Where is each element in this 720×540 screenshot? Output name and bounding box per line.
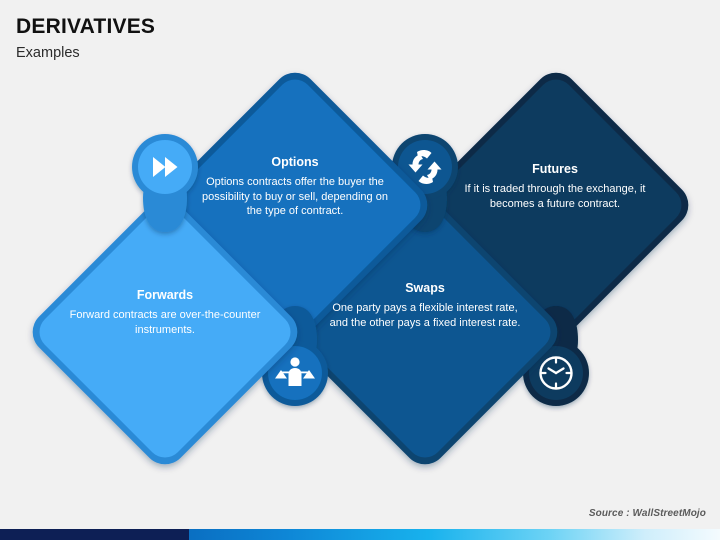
page-subtitle: Examples bbox=[16, 45, 80, 61]
node-forwards[interactable] bbox=[24, 134, 307, 473]
slide-header: DERIVATIVES Examples bbox=[16, 14, 155, 63]
person-scales-icon bbox=[275, 357, 315, 386]
bottom-bar-navy-segment bbox=[0, 529, 189, 540]
diamond-cluster-diagram: Forwards Forward contracts are over-the-… bbox=[24, 72, 689, 473]
bottom-bar-gradient-segment bbox=[189, 529, 720, 540]
source-attribution: Source : WallStreetMojo bbox=[588, 508, 706, 519]
bottom-accent-bar bbox=[0, 529, 720, 540]
fast-forward-icon bbox=[153, 157, 178, 177]
swap-arrows-icon bbox=[408, 150, 442, 184]
clock-icon bbox=[539, 356, 573, 390]
page-title: DERIVATIVES bbox=[16, 15, 156, 38]
node-forwards-diamond bbox=[39, 206, 291, 458]
